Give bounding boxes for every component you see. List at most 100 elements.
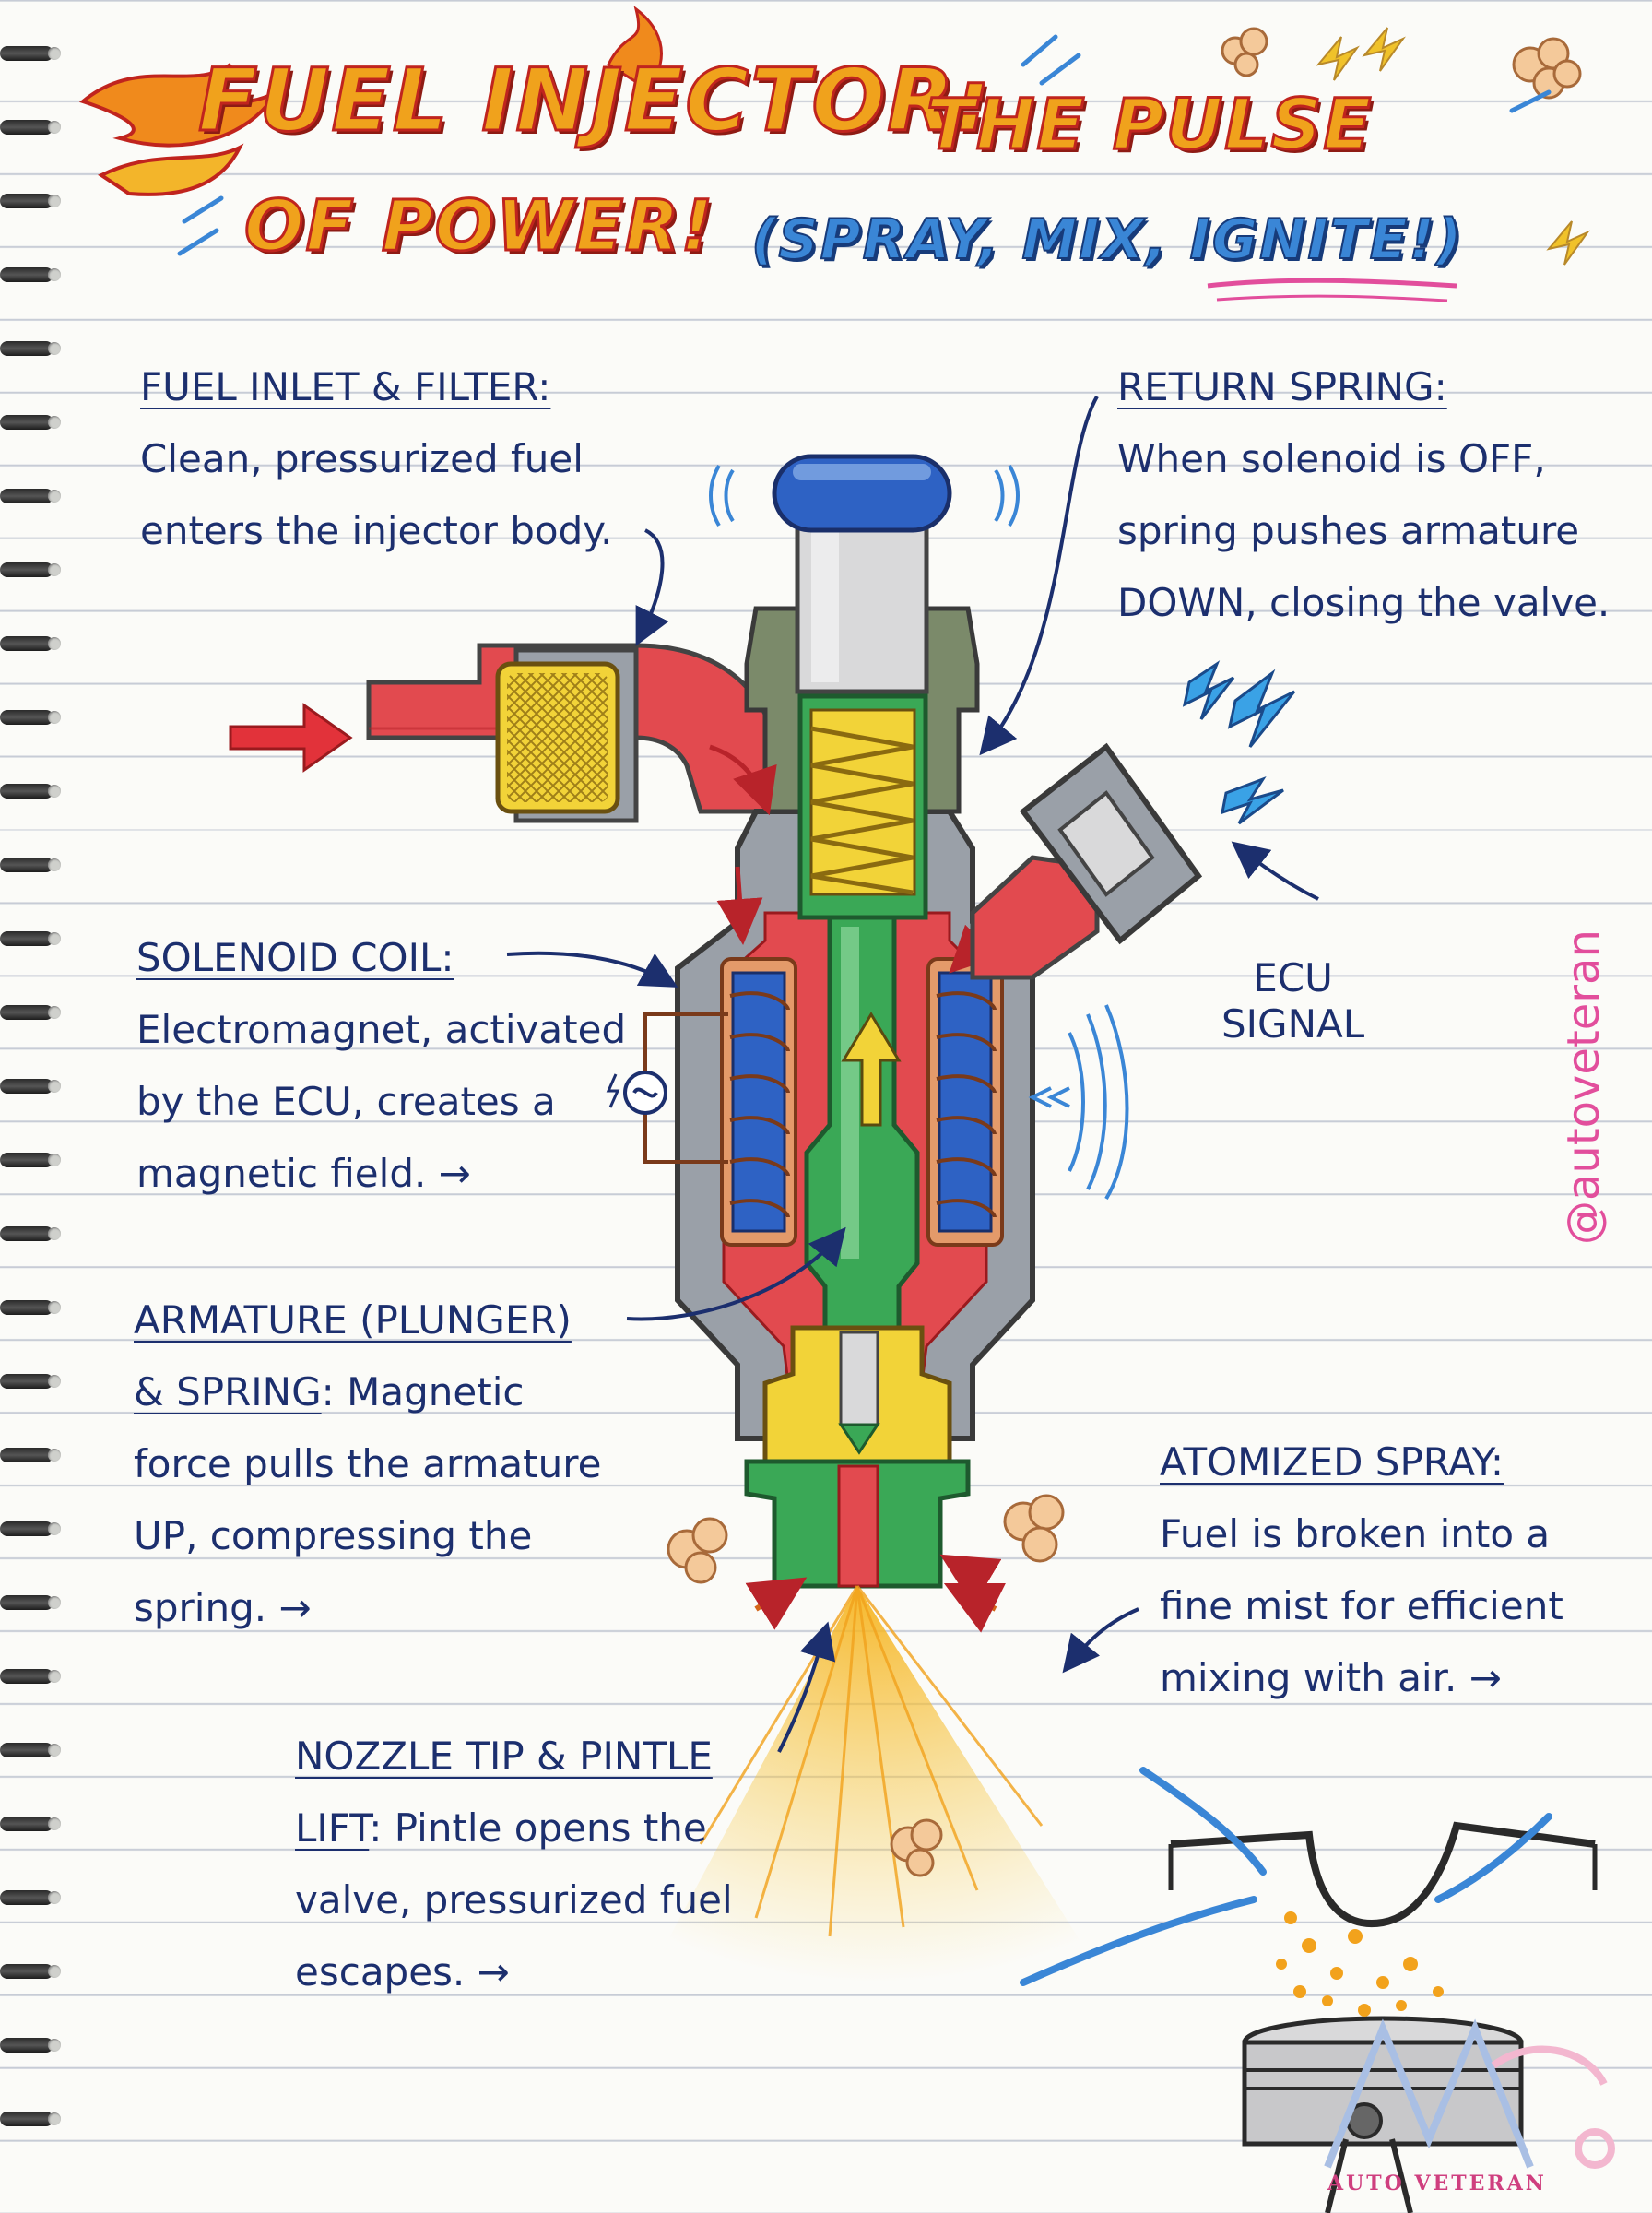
armature-line-3: spring. → [134,1585,312,1630]
binding-ring [0,1079,53,1094]
binding-ring [0,1964,53,1979]
binding-ring [0,1226,53,1241]
lightning-icon [1316,27,1590,266]
binding-hole [48,416,61,429]
binding-hole [48,1449,61,1462]
binding-hole [48,268,61,281]
binding-hole [48,1301,61,1314]
solenoid-label: SOLENOID COIL: Electromagnet, activated … [136,922,626,1210]
ecu-line-2: SIGNAL [1221,1001,1365,1047]
return-spring-heading: RETURN SPRING: [1117,364,1447,409]
solenoid-line-3: magnetic field. → [136,1151,471,1196]
binding-ring [0,710,53,725]
nozzle-line-1: valve, pressurized fuel [295,1877,733,1923]
binding-ring [0,1374,53,1389]
ecu-line-1: ECU [1253,955,1333,1000]
atomized-line-3: mixing with air. → [1160,1655,1502,1700]
arrow-icon [229,703,353,773]
binding-hole [48,637,61,650]
ecu-signal-label: ECU SIGNAL [1221,955,1364,1047]
logo-text: AUTO VETERAN [1328,2172,1547,2195]
binding-hole [48,1522,61,1535]
binding-ring [0,1005,53,1020]
binding-hole [48,1227,61,1240]
binding-hole [48,1080,61,1093]
nozzle-heading-2: LIFT [295,1805,370,1851]
flame-icon [78,6,663,196]
binding-ring [0,2112,53,2126]
armature-line-0: : Magnetic [321,1369,525,1414]
binding-ring [0,489,53,503]
binding-ring [0,267,53,282]
puff-icon [667,1494,1065,1877]
binding-ring [0,1743,53,1757]
solenoid-line-1: Electromagnet, activated [136,1007,627,1052]
auto-veteran-logo [1324,2018,1615,2169]
ecu-connector [970,742,1203,980]
armature-line-2: UP, compressing the [134,1513,533,1558]
title-part-2: THE PULSE [925,82,1374,167]
binding-hole [48,2112,61,2125]
nozzle-heading: NOZZLE TIP & PINTLE [295,1734,713,1779]
fuel-inlet-heading: FUEL INLET & FILTER: [140,364,551,409]
binding-hole [48,1154,61,1166]
binding-hole [48,490,61,503]
binding-ring [0,341,53,356]
injector-body [675,454,1035,1589]
binding-ring [0,194,53,208]
title-part-4: (SPRAY, MIX, IGNITE!) [750,207,1464,273]
binding-ring [0,1153,53,1167]
fuel-inlet-label: FUEL INLET & FILTER: Clean, pressurized … [140,351,612,567]
binding-hole [48,1744,61,1757]
binding-ring [0,415,53,430]
binding-ring [0,931,53,946]
binding-hole [48,1817,61,1830]
leader-line [635,528,669,646]
binding-hole [48,1891,61,1904]
binding-hole [48,858,61,871]
binding-hole [48,1670,61,1683]
armature-heading-2: & SPRING [134,1369,322,1414]
armature-heading: ARMATURE (PLUNGER) [134,1297,572,1343]
binding-hole [48,932,61,945]
solenoid-line-2: by the ECU, creates a [136,1079,556,1124]
binding-hole [48,563,61,576]
return-spring-line-2: spring pushes armature [1117,508,1580,553]
atomized-heading: ATOMIZED SPRAY: [1160,1439,1504,1485]
arrow-up-icon [841,1012,902,1127]
binding-ring [0,1669,53,1684]
return-spring-line-3: DOWN, closing the valve. [1117,580,1611,625]
puff-icon [1221,27,1582,100]
fuel-inlet-line-2: enters the injector body. [140,508,613,553]
solenoid-heading: SOLENOID COIL: [136,935,454,980]
nozzle-label: NOZZLE TIP & PINTLE LIFT: Pintle opens t… [295,1721,733,2008]
binding-hole [48,342,61,355]
binding-ring [0,1595,53,1610]
binding-ring [0,1448,53,1462]
binding-ring [0,784,53,799]
binding-ring [0,562,53,577]
watermark-handle: @autoveteran [1558,929,1610,1245]
binding-ring [0,120,53,135]
binding-hole [48,47,61,60]
binding-ring [0,46,53,61]
binding-hole [48,2039,61,2052]
engine-cylinder [1020,1767,1598,2213]
binding-ring [0,858,53,872]
binding-hole [48,195,61,207]
binding-ring [0,636,53,651]
lightning-icon [1182,660,1296,825]
atomized-spray-label: ATOMIZED SPRAY: Fuel is broken into a fi… [1160,1426,1564,1714]
atomized-line-2: fine mist for efficient [1160,1583,1564,1628]
binding-hole [48,711,61,724]
title-part-3: OF POWER! [242,183,715,268]
return-spring-label: RETURN SPRING: When solenoid is OFF, spr… [1117,351,1610,639]
title-part-1: FUEL INJECTOR: [196,50,993,153]
nozzle-line-2: escapes. → [295,1949,510,1994]
binding-hole [48,1596,61,1609]
fuel-inlet-line-1: Clean, pressurized fuel [140,436,584,481]
binding-hole [48,121,61,134]
binding-hole [48,1006,61,1019]
nozzle-line-0: : Pintle opens the [369,1805,707,1851]
